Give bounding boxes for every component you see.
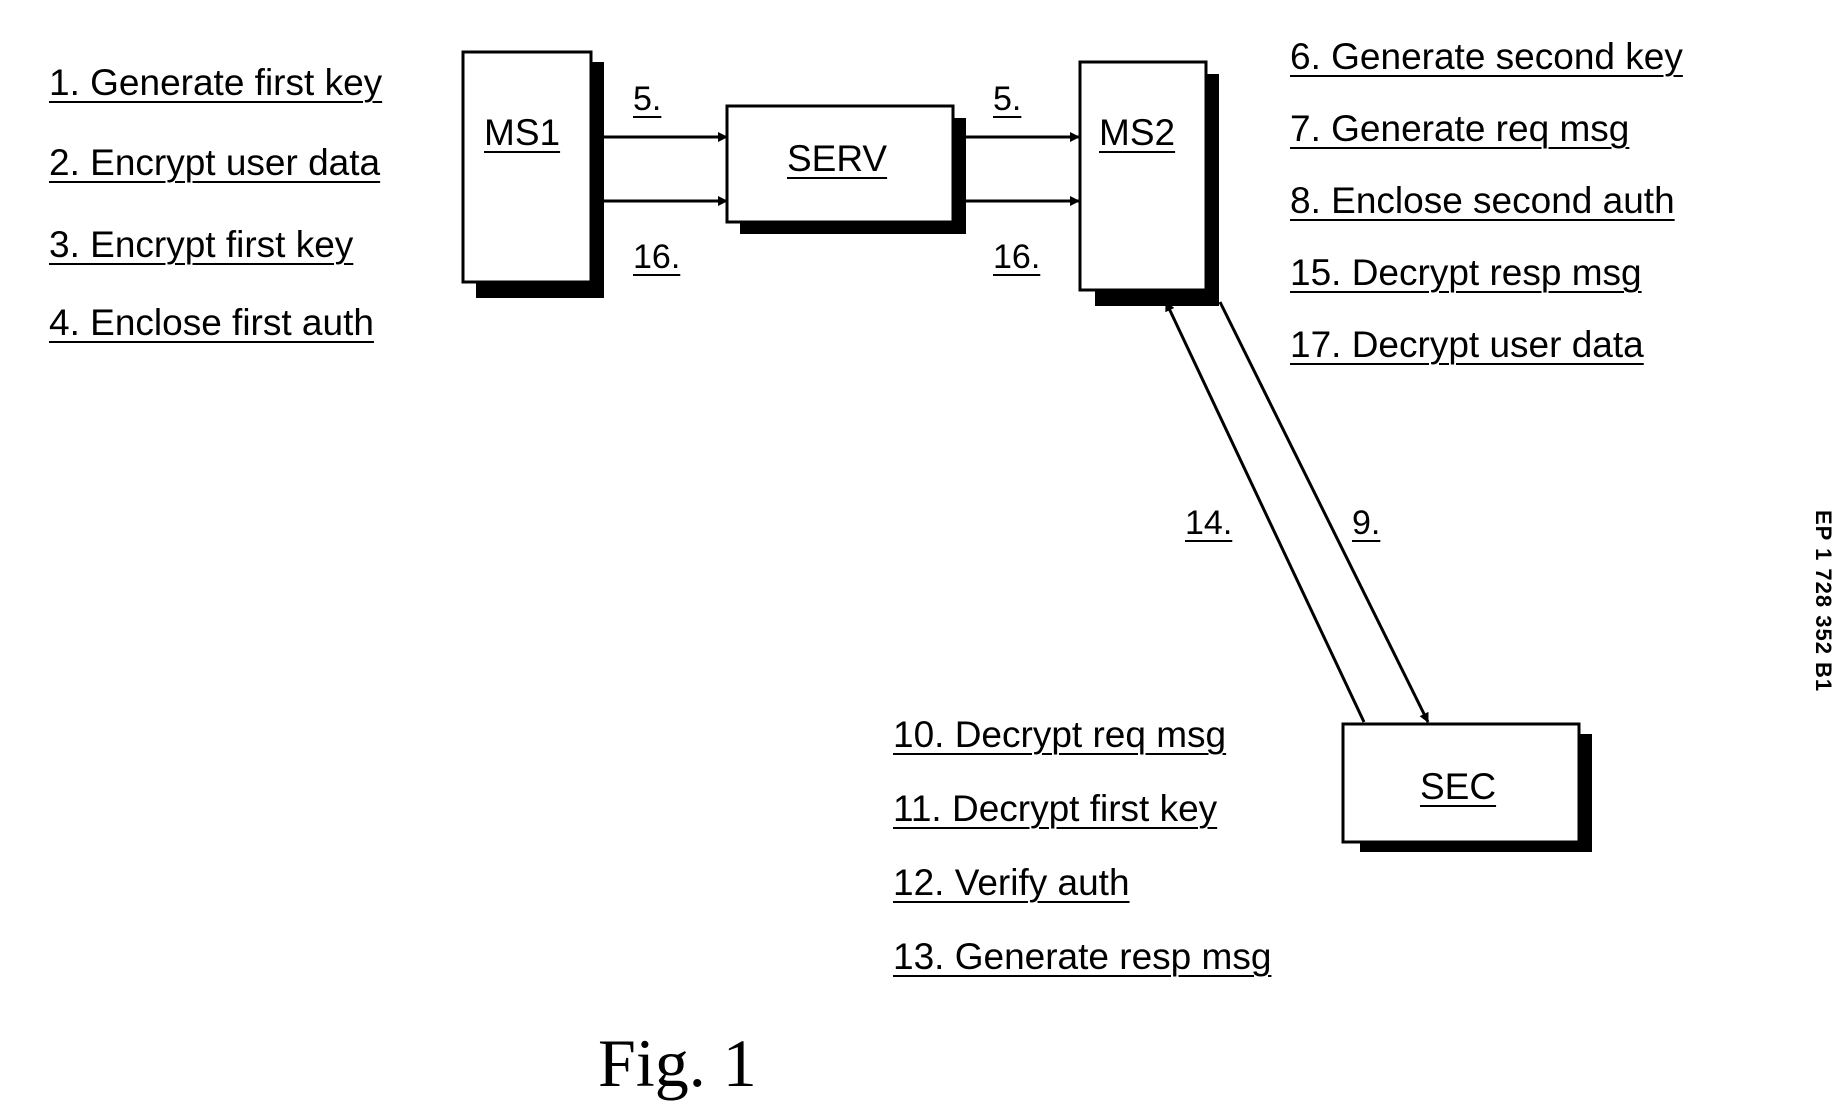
figure-caption: Fig. 1	[598, 1025, 757, 1101]
arrow-label-14: 14.	[1185, 504, 1233, 542]
serv-label: SERV	[787, 138, 888, 179]
ms2-step-8: 8. Enclose second auth	[1290, 180, 1675, 221]
ms2-step-7: 7. Generate req msg	[1290, 108, 1630, 149]
sec-step-10: 10. Decrypt req msg	[893, 714, 1227, 755]
serv-box	[725, 104, 966, 234]
ms2-step-17: 17. Decrypt user data	[1290, 324, 1644, 365]
ms1-label: MS1	[484, 112, 561, 153]
arrow-label-16-left: 16.	[633, 238, 681, 276]
ms2-step-15: 15. Decrypt resp msg	[1290, 252, 1642, 293]
document-number: EP 1 728 352 B1	[1811, 510, 1836, 693]
sec-step-12: 12. Verify auth	[893, 862, 1130, 903]
ms2-step-6: 6. Generate second key	[1290, 36, 1683, 77]
sec-box	[1341, 722, 1592, 852]
sec-step-11: 11. Decrypt first key	[893, 788, 1218, 829]
ms1-step-4: 4. Enclose first auth	[49, 302, 374, 343]
ms1-step-3: 3. Encrypt first key	[49, 224, 354, 265]
arrow-label-9: 9.	[1352, 504, 1381, 542]
arrow-ms2-to-sec	[1218, 301, 1430, 723]
ms2-label: MS2	[1099, 112, 1176, 153]
ms1-step-1: 1. Generate first key	[49, 62, 383, 103]
ms1-step-2: 2. Encrypt user data	[49, 142, 381, 183]
arrow-sec-to-ms2	[1164, 301, 1366, 723]
ms1-box	[461, 50, 604, 298]
arrow-label-5-left: 5.	[633, 80, 662, 118]
arrow-label-5-right: 5.	[993, 80, 1022, 118]
sec-step-13: 13. Generate resp msg	[893, 936, 1272, 977]
ms2-box	[1078, 60, 1219, 306]
arrow-label-16-right: 16.	[993, 238, 1041, 276]
sec-label: SEC	[1420, 766, 1497, 807]
